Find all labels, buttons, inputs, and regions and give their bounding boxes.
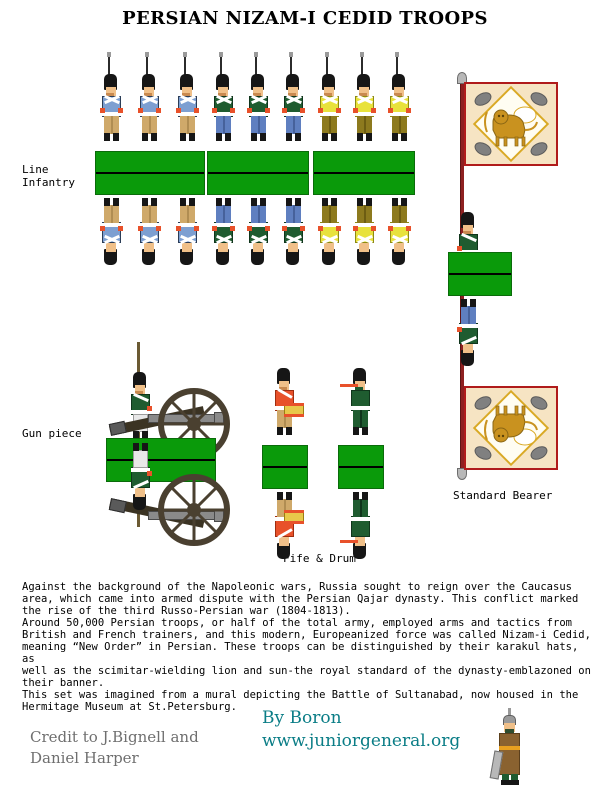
banner-bottom[interactable] xyxy=(464,386,558,470)
infantry-figure-mirrored xyxy=(171,195,205,287)
infantry-figure-mirrored xyxy=(133,195,167,287)
label-standard-bearer: Standard Bearer xyxy=(453,489,553,502)
byline-text[interactable]: By Boron www.juniorgeneral.org xyxy=(262,708,461,751)
infantry-figure-mirrored xyxy=(313,195,347,287)
standard-bearer-group xyxy=(448,70,558,490)
cannon-mirrored xyxy=(108,474,245,546)
credit-text: Credit to J.Bignell and Daniel Harper xyxy=(30,728,199,767)
description-text: Against the background of the Napoleonic… xyxy=(22,581,591,713)
label-line-infantry: Line Infantry xyxy=(22,163,75,189)
persian-warrior-illustration xyxy=(488,708,536,794)
lion-and-sun-icon xyxy=(484,106,538,147)
gun-piece-group xyxy=(106,342,245,546)
fifer-figure[interactable] xyxy=(340,346,378,438)
unit-base xyxy=(262,445,308,489)
infantry-group-green xyxy=(207,52,311,265)
unit-base xyxy=(338,445,384,489)
drummer-figure[interactable] xyxy=(268,346,304,438)
infantry-figure[interactable] xyxy=(171,52,205,144)
infantry-figure[interactable] xyxy=(277,52,311,144)
infantry-group-yellow xyxy=(313,52,417,265)
unit-base xyxy=(448,252,512,296)
infantry-figure-mirrored xyxy=(242,195,276,287)
fifer-group xyxy=(338,346,384,559)
banner-top[interactable] xyxy=(464,82,558,166)
sash xyxy=(499,746,520,750)
standard-bearer-figure-mirrored xyxy=(452,296,486,388)
infantry-figure-mirrored xyxy=(207,195,241,287)
infantry-figure-mirrored xyxy=(95,195,129,287)
fife-icon xyxy=(340,540,358,543)
infantry-figure[interactable] xyxy=(348,52,382,144)
label-gun-piece: Gun piece xyxy=(22,427,82,440)
gun-crew-figure-mirrored xyxy=(124,440,158,532)
drummer-figure-mirrored xyxy=(268,489,304,581)
infantry-figure[interactable] xyxy=(383,52,417,144)
pole-finial-bottom-icon xyxy=(457,468,467,480)
unit-base xyxy=(313,151,415,195)
infantry-figure[interactable] xyxy=(95,52,129,144)
infantry-figure[interactable] xyxy=(207,52,241,144)
infantry-figure-mirrored xyxy=(348,195,382,287)
infantry-figure-mirrored xyxy=(277,195,311,287)
unit-base xyxy=(207,151,309,195)
fife-icon xyxy=(340,384,358,387)
infantry-figure-mirrored xyxy=(383,195,417,287)
lion-and-sun-icon xyxy=(484,405,538,446)
infantry-figure[interactable] xyxy=(313,52,347,144)
fifer-figure-mirrored xyxy=(340,489,378,581)
cannon-wheel-icon xyxy=(158,474,230,546)
page-title: PERSIAN NIZAM-I CEDID TROOPS xyxy=(122,8,488,29)
infantry-group-blue xyxy=(95,52,205,265)
drummer-group xyxy=(262,346,308,559)
infantry-figure[interactable] xyxy=(133,52,167,144)
unit-base xyxy=(95,151,205,195)
pole-finial-icon xyxy=(457,72,467,84)
infantry-figure[interactable] xyxy=(242,52,276,144)
